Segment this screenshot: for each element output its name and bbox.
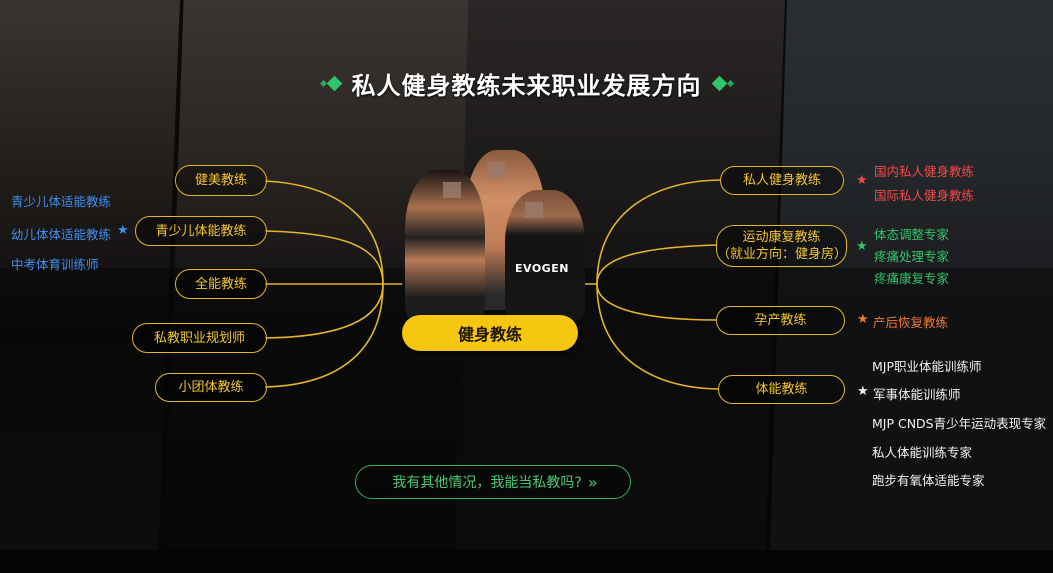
leaf-international-pt: 国际私人健身教练: [874, 188, 975, 203]
leaf-posture-expert: 体态调整专家: [874, 227, 950, 242]
trainer-figure-male-right: [505, 190, 585, 320]
leaf-personal-strength-expert: 私人体能训练专家: [872, 445, 973, 460]
node-career-planner[interactable]: 私教职业规划师: [132, 323, 267, 353]
bottom-bar: [0, 550, 1053, 573]
node-label: 孕产教练: [754, 313, 807, 328]
leaf-mjp-cnds-youth-expert: MJP CNDS青少年运动表现专家: [872, 416, 1047, 431]
leaf-aerobic-fitness-expert: 跑步有氧体适能专家: [872, 473, 985, 488]
face-blur: [487, 162, 505, 178]
center-node-fitness-coach[interactable]: 健身教练: [402, 315, 578, 351]
star-icon: ★: [856, 173, 868, 188]
leaf-youth-fitness: 青少儿体适能教练: [11, 194, 112, 209]
node-label: 小团体教练: [178, 380, 244, 395]
node-label: 青少儿体能教练: [155, 223, 247, 239]
node-label: 运动康复教练: [742, 230, 821, 245]
node-label: 全能教练: [194, 276, 247, 292]
leaf-kids-fitness: 幼儿体体适能教练: [11, 227, 112, 242]
node-youth-fitness-coach[interactable]: 青少儿体能教练: [135, 216, 267, 246]
page-title: 私人健身教练未来职业发展方向: [319, 66, 734, 101]
other-situation-cta-button[interactable]: 我有其他情况，我能当私教吗? »: [355, 465, 631, 499]
node-maternity-coach[interactable]: 孕产教练: [716, 306, 845, 335]
leaf-military-trainer: 军事体能训练师: [873, 387, 961, 402]
star-icon: ★: [857, 312, 869, 327]
leaf-pain-rehab-expert: 疼痛康复专家: [874, 271, 950, 286]
background-photo-yoga: [770, 0, 1053, 550]
node-small-group-coach[interactable]: 小团体教练: [155, 373, 267, 402]
node-sublabel: （就业方向：健身房）: [717, 247, 848, 262]
node-label: 体能教练: [755, 382, 808, 397]
star-icon: ★: [856, 239, 868, 254]
center-node-label: 健身教练: [457, 325, 522, 344]
leaf-mjp-strength-trainer: MJP职业体能训练师: [872, 359, 982, 374]
node-label: 健美教练: [194, 173, 247, 188]
trainers-photo: EVOGEN: [385, 150, 595, 320]
node-label: 私人健身教练: [742, 173, 821, 188]
node-rehab-coach[interactable]: 运动康复教练 （就业方向：健身房）: [716, 225, 847, 267]
leaf-pain-management-expert: 疼痛处理专家: [874, 249, 950, 264]
double-chevron-right-icon: »: [587, 472, 598, 492]
face-blur: [443, 182, 461, 198]
star-icon: ★: [117, 223, 129, 238]
node-bodybuilding-coach[interactable]: 健美教练: [175, 165, 267, 196]
leaf-domestic-pt: 国内私人健身教练: [874, 164, 975, 179]
cta-label: 我有其他情况，我能当私教吗?: [392, 475, 582, 491]
title-area: 私人健身教练未来职业发展方向: [0, 66, 1053, 101]
node-strength-coach[interactable]: 体能教练: [718, 375, 845, 404]
star-icon: ★: [857, 384, 869, 399]
leaf-postpartum-coach: 产后恢复教练: [873, 315, 949, 330]
background-photo-pregnant: [0, 0, 180, 550]
node-all-round-coach[interactable]: 全能教练: [175, 269, 267, 299]
node-personal-trainer[interactable]: 私人健身教练: [720, 166, 844, 195]
shirt-brand-text: EVOGEN: [515, 262, 569, 275]
page-title-text: 私人健身教练未来职业发展方向: [351, 72, 702, 100]
node-label: 私教职业规划师: [153, 330, 245, 346]
face-blur: [525, 202, 543, 218]
leaf-exam-trainer: 中考体育训练师: [11, 257, 99, 272]
